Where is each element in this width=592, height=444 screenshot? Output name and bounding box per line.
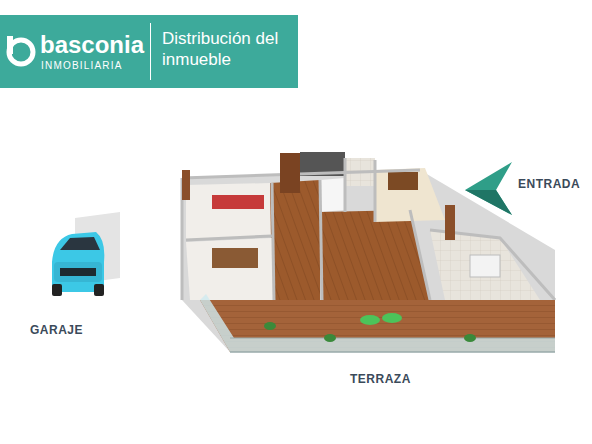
logo-icon bbox=[3, 34, 39, 70]
header-title: Distribución del inmueble bbox=[162, 28, 292, 70]
brand-subtitle: INMOBILIARIA bbox=[41, 60, 123, 71]
garage-car bbox=[52, 212, 120, 296]
header-divider bbox=[150, 23, 151, 80]
brand-name: basconia bbox=[40, 31, 144, 59]
garage-label: GARAJE bbox=[30, 323, 83, 337]
terrace-label: TERRAZA bbox=[350, 372, 411, 386]
terrace-railing bbox=[200, 294, 555, 352]
header-band: basconiaINMOBILIARIA Distribución del inm… bbox=[0, 15, 298, 88]
entrance-label: ENTRADA bbox=[518, 177, 580, 191]
